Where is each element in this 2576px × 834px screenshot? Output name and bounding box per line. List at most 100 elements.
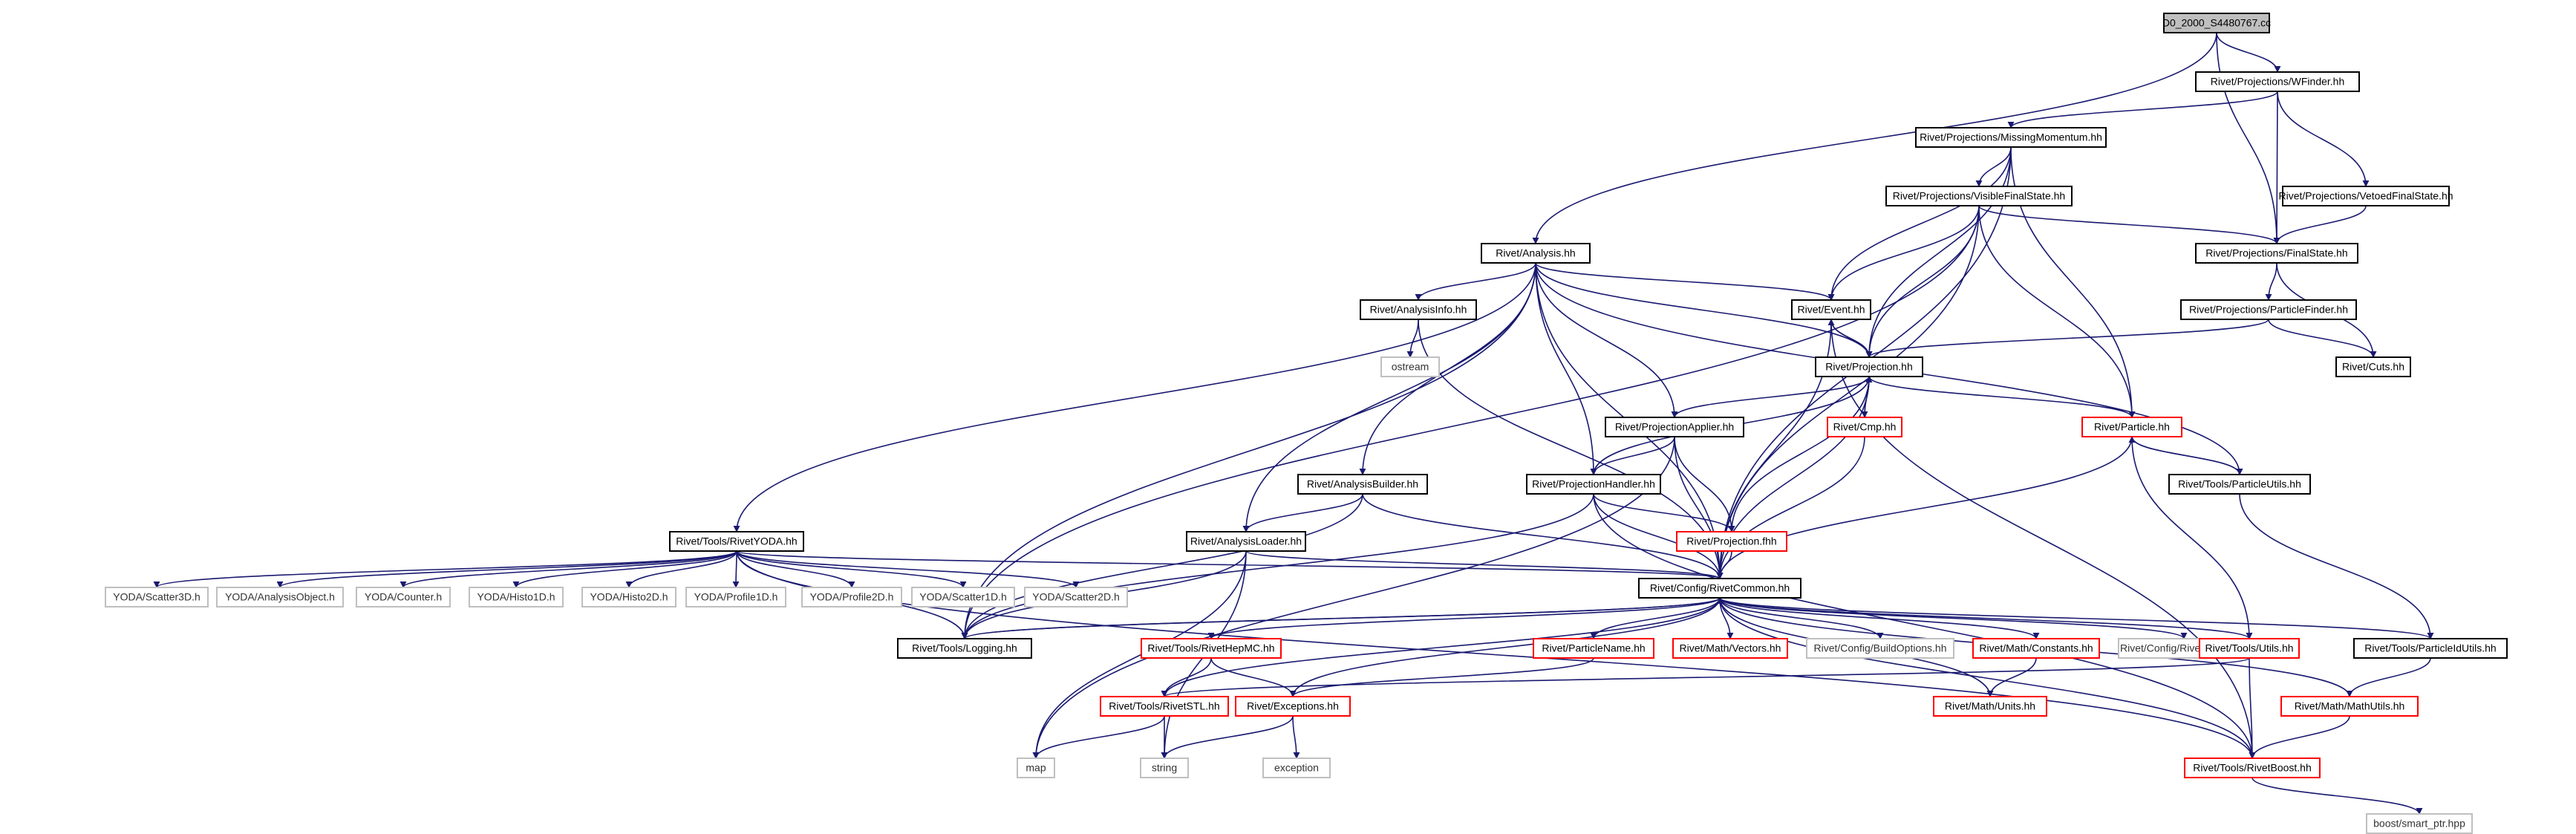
node-cmp[interactable]: Rivet/Cmp.hh (1827, 417, 1902, 437)
edge-projapplier-to-projfhh (1674, 436, 1735, 532)
node-scatter3d[interactable]: YODA/Scatter3D.h (105, 587, 209, 607)
edge-partfinder-to-cuts (2268, 319, 2377, 358)
node-analysisobject[interactable]: YODA/AnalysisObject.h (216, 587, 344, 607)
node-ostream[interactable]: ostream (1380, 356, 1440, 377)
node-exceptions[interactable]: Rivet/Exceptions.hh (1235, 696, 1351, 717)
node-rivetstl[interactable]: Rivet/Tools/RivetSTL.hh (1100, 696, 1229, 717)
node-box (1885, 186, 2073, 206)
node-particleutils[interactable]: Rivet/Tools/ParticleUtils.hh (2168, 474, 2311, 495)
node-counter[interactable]: YODA/Counter.h (356, 587, 451, 607)
edge-rivetyoda-to-profile1d (732, 550, 740, 588)
edge-rivetyoda-to-counter (400, 550, 737, 588)
node-particle[interactable]: Rivet/Particle.hh (2081, 417, 2182, 437)
node-missmom[interactable]: Rivet/Projections/MissingMomentum.hh (1915, 127, 2107, 148)
node-particlename[interactable]: Rivet/ParticleName.hh (1533, 638, 1654, 659)
node-box (2366, 813, 2473, 834)
node-box (1605, 417, 1744, 437)
edge-rivetcommon-to-toolsutils (1719, 597, 2253, 639)
node-box (1933, 696, 2047, 717)
node-string[interactable]: string (1140, 758, 1189, 778)
node-label: Rivet/Tools/ParticleIdUtils.hh (2364, 642, 2496, 654)
node-rivetboost[interactable]: Rivet/Tools/RivetBoost.hh (2184, 758, 2321, 778)
node-histo1d[interactable]: YODA/Histo1D.h (469, 587, 564, 607)
node-label: YODA/Scatter1D.h (919, 591, 1007, 603)
node-toolsutils[interactable]: Rivet/Tools/Utils.hh (2199, 638, 2300, 659)
node-event[interactable]: Rivet/Event.hh (1791, 299, 1871, 320)
node-label: Rivet/Tools/Utils.hh (2205, 642, 2293, 654)
node-logging[interactable]: Rivet/Tools/Logging.hh (897, 638, 1032, 659)
node-map[interactable]: map (1017, 758, 1055, 778)
node-profile1d[interactable]: YODA/Profile1D.h (685, 587, 786, 607)
node-box (1526, 474, 1661, 495)
node-rivetcommon[interactable]: Rivet/Config/RivetCommon.hh (1638, 578, 1801, 599)
edge-analysis-to-projection (1535, 262, 1873, 358)
node-smartptr[interactable]: boost/smart_ptr.hpp (2366, 813, 2473, 834)
node-profile2d[interactable]: YODA/Profile2D.h (801, 587, 902, 607)
node-projhandler[interactable]: Rivet/ProjectionHandler.hh (1526, 474, 1661, 495)
node-buildoptions[interactable]: Rivet/Config/BuildOptions.hh (1806, 638, 1954, 659)
node-label: Rivet/ProjectionHandler.hh (1532, 478, 1655, 490)
edge-rivetcommon-to-rivethepmc (1207, 597, 1721, 639)
node-finalstate[interactable]: Rivet/Projections/FinalState.hh (2195, 243, 2358, 264)
node-label: exception (1274, 762, 1319, 774)
node-label: Rivet/Cuts.hh (2342, 361, 2404, 373)
node-vetoedfs[interactable]: Rivet/Projections/VetoedFinalState.hh (2278, 186, 2453, 206)
node-partfinder[interactable]: Rivet/Projections/ParticleFinder.hh (2180, 299, 2357, 320)
node-box (897, 638, 1032, 659)
node-scatter2d[interactable]: YODA/Scatter2D.h (1024, 587, 1128, 607)
node-analysisinfo[interactable]: Rivet/AnalysisInfo.hh (1360, 299, 1477, 320)
node-cuts[interactable]: Rivet/Cuts.hh (2335, 356, 2411, 377)
node-root[interactable]: D0_2000_S4480767.cc (2162, 13, 2271, 33)
node-exception[interactable]: exception (1262, 758, 1331, 778)
node-label: YODA/AnalysisObject.h (225, 591, 335, 603)
edge-root-to-wfinder (2216, 32, 2281, 73)
node-box (801, 587, 902, 607)
node-rivethepmc[interactable]: Rivet/Tools/RivetHepMC.hh (1141, 638, 1282, 659)
edge-visfs-to-particle (1978, 205, 2136, 418)
node-rivetyoda[interactable]: Rivet/Tools/RivetYODA.hh (669, 531, 804, 552)
node-particleidutils[interactable]: Rivet/Tools/ParticleIdUtils.hh (2353, 638, 2508, 659)
edge-rivetcommon-to-rivetboost (1719, 597, 2256, 759)
node-box (2353, 638, 2508, 659)
node-mathvectors[interactable]: Rivet/Math/Vectors.hh (1672, 638, 1788, 659)
node-box (2280, 696, 2419, 717)
node-projfhh[interactable]: Rivet/Projection.fhh (1676, 531, 1787, 552)
node-mathconstants[interactable]: Rivet/Math/Constants.hh (1972, 638, 2100, 659)
node-label: Rivet/Tools/RivetSTL.hh (1109, 700, 1219, 712)
edge-analysisloader-to-rivetcommon (1245, 550, 1724, 579)
edge-mathutils-to-rivetboost (2249, 715, 2350, 759)
node-scatter1d[interactable]: YODA/Scatter1D.h (911, 587, 1015, 607)
edge-analysis-to-projhandler (1535, 262, 1597, 475)
node-projection[interactable]: Rivet/Projection.hh (1815, 356, 1923, 377)
node-analysis[interactable]: Rivet/Analysis.hh (1481, 243, 1591, 264)
node-label: Rivet/Particle.hh (2094, 421, 2170, 433)
node-histo2d[interactable]: YODA/Histo2D.h (581, 587, 676, 607)
edge-analysisbuilder-to-analysisloader (1242, 493, 1363, 532)
node-box (2335, 356, 2411, 377)
edge-rivethepmc-to-exceptions (1210, 657, 1297, 697)
node-analysisbuilder[interactable]: Rivet/AnalysisBuilder.hh (1297, 474, 1428, 495)
node-box (356, 587, 451, 607)
node-mathunits[interactable]: Rivet/Math/Units.hh (1933, 696, 2047, 717)
node-label: Rivet/Projection.fhh (1686, 535, 1776, 547)
node-label: Rivet/Exceptions.hh (1247, 700, 1339, 712)
node-label: D0_2000_S4480767.cc (2162, 17, 2271, 29)
node-label: ostream (1392, 361, 1429, 373)
node-projapplier[interactable]: Rivet/ProjectionApplier.hh (1605, 417, 1744, 437)
edge-particlename-to-exceptions (1289, 657, 1594, 697)
node-analysisloader[interactable]: Rivet/AnalysisLoader.hh (1186, 531, 1306, 552)
node-label: YODA/Histo1D.h (477, 591, 555, 603)
edge-rivetboost-to-smartptr (2251, 777, 2423, 815)
node-mathutils[interactable]: Rivet/Math/MathUtils.hh (2280, 696, 2419, 717)
edge-projhandler-to-logging (961, 493, 1594, 639)
edge-particleutils-to-particleidutils (2239, 493, 2434, 639)
node-box (1533, 638, 1654, 659)
edge-rivetstl-to-map (1032, 715, 1165, 759)
node-visfs[interactable]: Rivet/Projections/VisibleFinalState.hh (1885, 186, 2073, 206)
node-wfinder[interactable]: Rivet/Projections/WFinder.hh (2195, 71, 2360, 92)
edge-particleidutils-to-mathutils (2346, 657, 2431, 697)
edge-logging-to-rivetcommon (964, 597, 1724, 639)
node-label: Rivet/Math/MathUtils.hh (2295, 700, 2405, 712)
node-box (2168, 474, 2311, 495)
